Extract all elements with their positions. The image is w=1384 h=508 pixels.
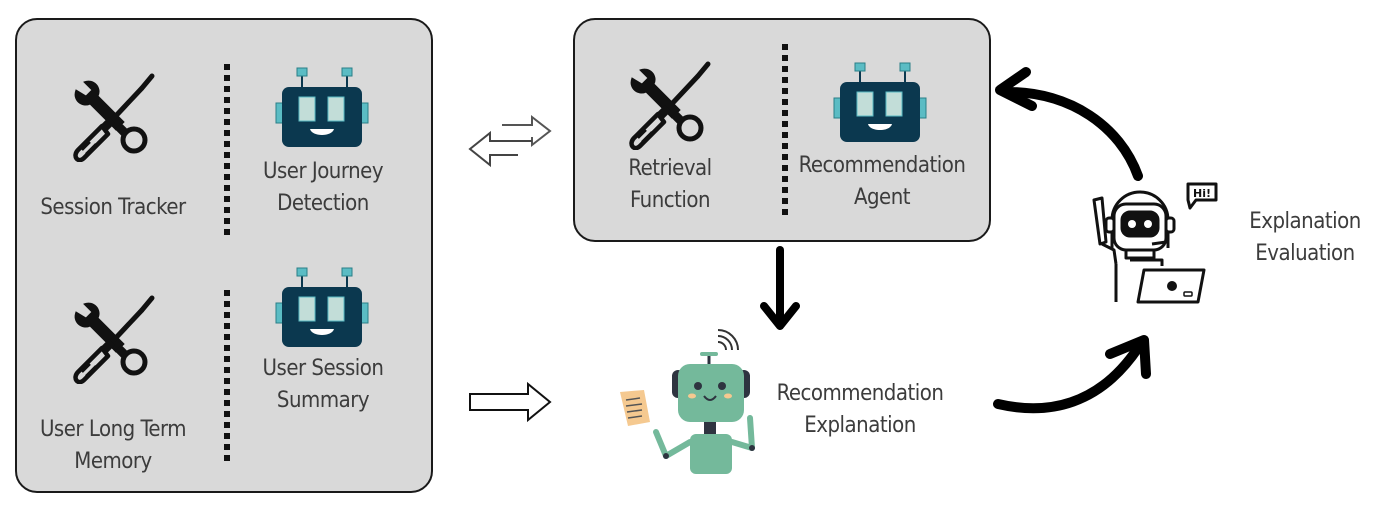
robot-icon: [274, 65, 370, 149]
tools-icon: [624, 60, 714, 150]
label-line: Recommendation: [776, 381, 944, 406]
label-line: Function: [629, 188, 711, 213]
session-tracker-label: Session Tracker: [40, 192, 186, 224]
right-arrow-icon: [468, 381, 552, 424]
tools-icon: [68, 294, 158, 384]
label-line: Memory: [74, 449, 152, 474]
user-journey-detection-label: User Journey Detection: [262, 156, 384, 220]
curved-arrow-up-icon: [980, 320, 1180, 430]
label-line: Detection: [277, 191, 369, 216]
robot-icon: [274, 265, 370, 349]
headset-robot-icon: Hi!: [1092, 178, 1222, 308]
label-line: Summary: [276, 388, 370, 413]
label-line: Retrieval: [628, 156, 712, 181]
tools-icon: [68, 72, 158, 162]
user-long-term-memory-label: User Long Term Memory: [39, 414, 187, 478]
user-session-summary-label: User Session Summary: [263, 353, 384, 417]
green-robot-icon: [614, 329, 764, 480]
recommendation-explanation-label: Recommendation Explanation: [777, 378, 944, 442]
bidirectional-arrow-icon: [468, 114, 552, 168]
curved-arrow-back-icon: [990, 66, 1160, 186]
down-arrow-icon: [758, 246, 802, 332]
explanation-evaluation-label: Explanation Evaluation: [1249, 206, 1361, 270]
retrieval-function-label: Retrieval Function: [628, 153, 712, 217]
label-line: User Long Term: [39, 417, 187, 442]
label-line: User Session: [262, 356, 384, 381]
robot-icon: [832, 60, 928, 144]
recommendation-agent-label: Recommendation Agent: [799, 150, 966, 214]
label-line: Recommendation: [798, 153, 966, 178]
divider-dotted: [224, 64, 230, 239]
label-line: Session Tracker: [40, 195, 186, 220]
divider-dotted: [224, 290, 230, 462]
label-line: Evaluation: [1255, 241, 1355, 266]
label-line: Agent: [853, 185, 911, 210]
speech-bubble-text: Hi!: [1193, 187, 1211, 200]
label-line: Explanation: [804, 413, 916, 438]
label-line: User Journey: [262, 159, 384, 184]
divider-dotted: [782, 44, 788, 216]
label-line: Explanation: [1249, 209, 1361, 234]
